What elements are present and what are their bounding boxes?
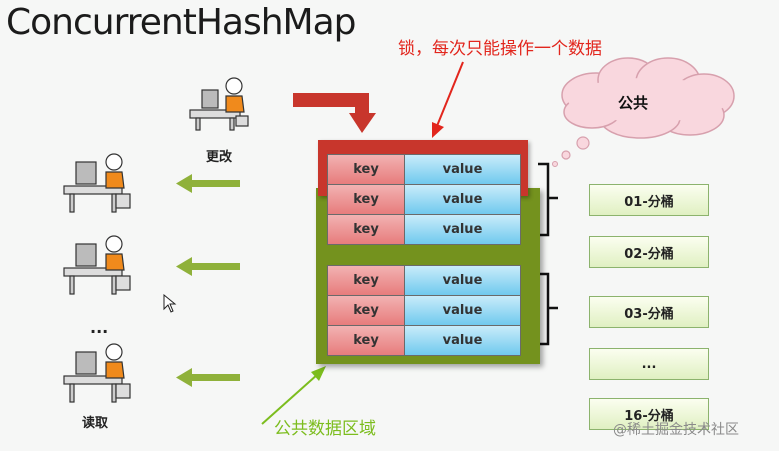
bucket-02: 02-分桶 — [589, 236, 709, 268]
lock-pointer-arrow — [432, 61, 464, 138]
cloud-label: 公共 — [618, 94, 649, 112]
person-at-computer-icon — [63, 343, 131, 403]
value-cell: value — [405, 155, 521, 184]
bucket-ellipsis: ... — [589, 348, 709, 380]
bucket-03: 03-分桶 — [589, 296, 709, 328]
key-cell: key — [327, 215, 405, 244]
segment-2: key value key value key value — [327, 265, 521, 356]
value-cell: value — [405, 266, 521, 295]
person-at-computer-icon — [63, 153, 131, 213]
page-title: ConcurrentHashMap — [6, 2, 357, 43]
bucket-braces — [538, 162, 558, 346]
value-cell: value — [405, 215, 521, 244]
read-arrows — [176, 174, 240, 387]
public-area-pointer-arrow — [261, 366, 326, 425]
watermark: @稀土掘金技术社区 — [613, 422, 739, 438]
key-cell: key — [327, 155, 405, 184]
table-row: key value — [327, 215, 521, 245]
value-cell: value — [405, 296, 521, 325]
segment-1: key value key value key value — [327, 154, 521, 245]
reader-ellipsis: ... — [90, 318, 109, 337]
mouse-pointer-icon — [163, 294, 177, 313]
table-row: key value — [327, 154, 521, 185]
bucket-01: 01-分桶 — [589, 184, 709, 216]
person-at-computer-icon — [63, 235, 131, 295]
bucket-16: 16-分桶 — [589, 398, 709, 430]
key-cell: key — [327, 266, 405, 295]
table-row: key value — [327, 265, 521, 296]
value-cell: value — [405, 326, 521, 355]
lock-label: 锁，每次只能操作一个数据 — [398, 39, 602, 59]
reader-label: 读取 — [82, 416, 109, 431]
table-row: key value — [327, 296, 521, 326]
write-arrow-icon — [293, 93, 376, 133]
person-at-computer-icon — [189, 77, 249, 131]
public-area-label: 公共数据区域 — [274, 419, 376, 439]
key-cell: key — [327, 326, 405, 355]
writer-label: 更改 — [206, 150, 233, 165]
table-row: key value — [327, 185, 521, 215]
key-cell: key — [327, 185, 405, 214]
table-row: key value — [327, 326, 521, 356]
thought-cloud-icon — [552, 57, 735, 167]
value-cell: value — [405, 185, 521, 214]
key-cell: key — [327, 296, 405, 325]
